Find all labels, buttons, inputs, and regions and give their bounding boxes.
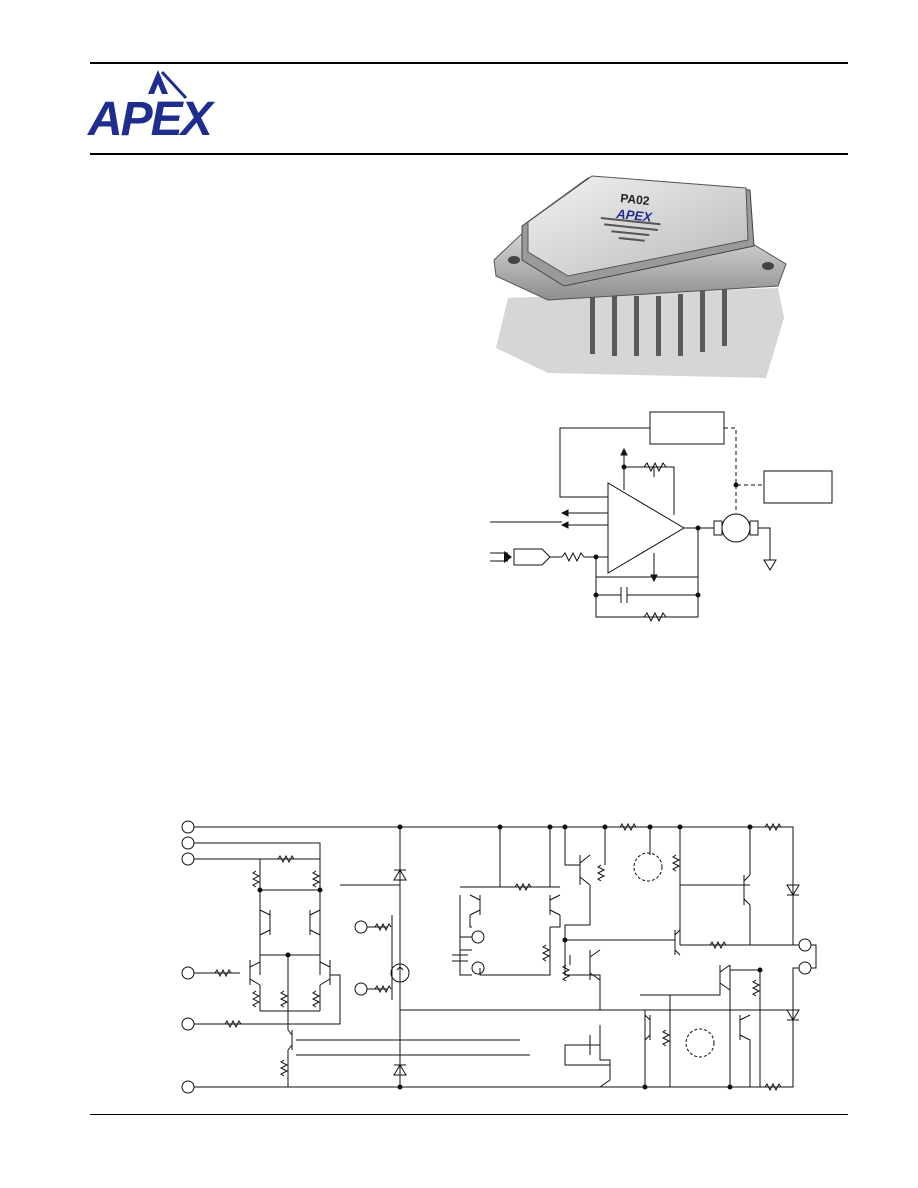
zener-diode-top-icon: [393, 869, 407, 881]
package-pins: [590, 286, 727, 356]
header-bottom-rule: [90, 153, 848, 155]
protection-transistor-icon: [685, 1028, 715, 1058]
equivalent-schematic: [181, 820, 817, 1094]
product-photo: PA02 APEX: [493, 175, 787, 378]
apex-logo: APEX: [88, 68, 238, 146]
input-differential-stage: [194, 854, 341, 1029]
motor-icon: [721, 513, 751, 543]
ground-icon: [763, 559, 777, 571]
current-limit-resistor-icon: [643, 461, 667, 473]
compensation-capacitor-icon: [620, 587, 628, 603]
protection-transistor-icon: [633, 852, 663, 882]
input-resistor-icon: [561, 551, 585, 563]
current-source-icon: [390, 963, 410, 983]
schematic-terminals-left: [181, 820, 812, 1094]
voltage-gain-stage: [452, 824, 561, 976]
header-top-rule: [90, 62, 848, 64]
feedback-block-box: [649, 411, 725, 445]
application-diagram: [490, 411, 833, 623]
controller-block-box: [763, 470, 833, 504]
power-op-amp-symbol: [607, 482, 685, 574]
driver-stage: [561, 822, 663, 1010]
clamp-diode-top-icon: [786, 884, 800, 896]
footer-rule: [90, 1114, 848, 1115]
clamp-diode-bottom-icon: [786, 1009, 800, 1021]
compensation-capacitor-icon: [452, 954, 468, 962]
zener-diode-bottom-icon: [393, 1064, 407, 1076]
output-stage: [564, 822, 800, 1092]
feedback-resistor-icon: [643, 611, 667, 623]
package-part-label: PA02: [620, 191, 651, 208]
apex-logo-arrow-icon: [148, 70, 188, 100]
logo-wordmark: APEX: [88, 93, 213, 146]
